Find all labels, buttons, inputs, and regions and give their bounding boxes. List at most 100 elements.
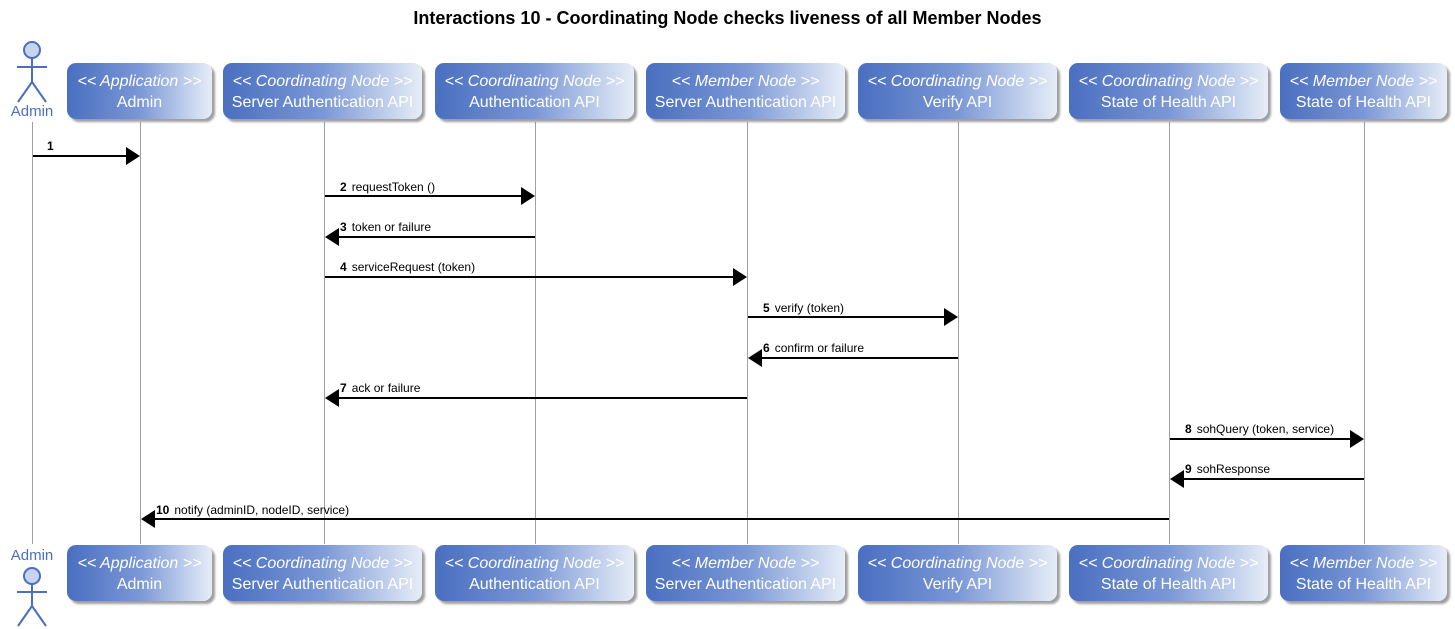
participant-name: State of Health API — [1100, 576, 1237, 593]
message-number: 1 — [47, 139, 54, 153]
participant-stereotype: << Application >> — [77, 555, 202, 572]
participant-box-top-3: << Member Node >> Server Authentication … — [646, 63, 845, 119]
participant-box-top-1: << Coordinating Node >> Server Authentic… — [223, 63, 422, 119]
participant-name: Verify API — [922, 576, 993, 593]
message-arrow-6 — [748, 349, 958, 367]
participant-box-bottom-1: << Coordinating Node >> Server Authentic… — [223, 545, 422, 601]
participant-stereotype: << Member Node >> — [671, 555, 820, 572]
message-arrow-10 — [141, 510, 1169, 528]
message-text: sohQuery (token, service) — [1196, 422, 1335, 436]
diagram-title: Interactions 10 - Coordinating Node chec… — [413, 8, 1042, 28]
message-number: 3 — [340, 220, 347, 234]
message-text: ack or failure — [351, 381, 421, 395]
message-arrow-9 — [1170, 470, 1364, 488]
participant-box-top-4: << Coordinating Node >> Verify API — [858, 63, 1057, 119]
message-text: serviceRequest (token) — [351, 260, 476, 274]
participant-stereotype: << Coordinating Node >> — [1078, 73, 1259, 90]
lifeline-participant-5 — [1169, 122, 1170, 544]
message-arrow-2 — [325, 187, 535, 205]
message-text: requestToken () — [351, 180, 436, 194]
message-number: 10 — [156, 503, 170, 517]
message-label-5: 5 verify (token) — [763, 301, 844, 315]
participant-stereotype: << Member Node >> — [1289, 555, 1438, 572]
participant-name: Verify API — [922, 94, 993, 111]
message-text: token or failure — [351, 220, 432, 234]
participant-name: Admin — [116, 94, 163, 111]
arrowhead-icon — [126, 147, 140, 165]
arrowhead-icon — [1170, 470, 1184, 488]
participant-name: Server Authentication API — [654, 94, 837, 111]
participant-name: Admin — [116, 576, 163, 593]
arrowhead-icon — [1350, 430, 1364, 448]
participant-stereotype: << Coordinating Node >> — [867, 555, 1048, 572]
participant-name: State of Health API — [1295, 576, 1432, 593]
actor-label-top: Admin — [10, 103, 54, 120]
message-arrow-1 — [33, 147, 140, 165]
participant-name: Server Authentication API — [231, 94, 414, 111]
message-number: 6 — [763, 341, 770, 355]
arrowhead-icon — [521, 187, 535, 205]
participant-box-bottom-6: << Member Node >> State of Health API — [1280, 545, 1447, 601]
participant-box-top-5: << Coordinating Node >> State of Health … — [1069, 63, 1268, 119]
participant-box-bottom-3: << Member Node >> Server Authentication … — [646, 545, 845, 601]
participant-box-bottom-2: << Coordinating Node >> Authentication A… — [435, 545, 634, 601]
message-label-3: 3 token or failure — [340, 220, 431, 234]
arrowhead-icon — [325, 228, 339, 246]
actor-icon-top — [17, 41, 47, 103]
participant-stereotype: << Coordinating Node >> — [232, 73, 413, 90]
actor-icon-bottom — [17, 567, 47, 627]
message-arrow-4 — [325, 268, 747, 286]
participant-stereotype: << Coordinating Node >> — [444, 555, 625, 572]
arrowhead-icon — [944, 308, 958, 326]
participant-name: State of Health API — [1295, 94, 1432, 111]
participant-box-top-2: << Coordinating Node >> Authentication A… — [435, 63, 634, 119]
message-text: verify (token) — [774, 301, 845, 315]
lifeline-participant-6 — [1364, 122, 1365, 544]
message-label-9: 9 sohResponse — [1185, 462, 1270, 476]
message-arrow-3 — [325, 228, 535, 246]
message-label-4: 4 serviceRequest (token) — [340, 260, 475, 274]
message-number: 5 — [763, 301, 770, 315]
arrowhead-icon — [325, 389, 339, 407]
participant-stereotype: << Member Node >> — [671, 73, 820, 90]
message-arrow-7 — [325, 389, 747, 407]
participant-name: Authentication API — [469, 576, 600, 593]
message-number: 7 — [340, 381, 347, 395]
participant-name: Server Authentication API — [231, 576, 414, 593]
message-number: 8 — [1185, 422, 1192, 436]
participant-stereotype: << Coordinating Node >> — [444, 73, 625, 90]
participant-stereotype: << Coordinating Node >> — [867, 73, 1048, 90]
message-text: sohResponse — [1196, 462, 1271, 476]
message-arrow-8 — [1170, 430, 1364, 448]
message-number: 4 — [340, 260, 347, 274]
participant-box-top-0: << Application >> Admin — [67, 63, 212, 119]
message-text: notify (adminID, nodeID, service) — [174, 503, 350, 517]
participant-stereotype: << Member Node >> — [1289, 73, 1438, 90]
participant-box-top-6: << Member Node >> State of Health API — [1280, 63, 1447, 119]
participant-name: Authentication API — [469, 94, 600, 111]
participant-stereotype: << Coordinating Node >> — [1078, 555, 1259, 572]
lifeline-participant-4 — [958, 122, 959, 544]
participant-stereotype: << Coordinating Node >> — [232, 555, 413, 572]
participant-name: Server Authentication API — [654, 576, 837, 593]
message-number: 9 — [1185, 462, 1192, 476]
lifeline-participant-1 — [324, 122, 325, 544]
message-number: 2 — [340, 180, 347, 194]
message-label-7: 7 ack or failure — [340, 381, 420, 395]
message-label-1: 1 — [47, 139, 59, 153]
participant-name: State of Health API — [1100, 94, 1237, 111]
message-text: confirm or failure — [774, 341, 865, 355]
participant-box-bottom-4: << Coordinating Node >> Verify API — [858, 545, 1057, 601]
arrowhead-icon — [733, 268, 747, 286]
lifeline-actor — [32, 122, 33, 544]
message-label-2: 2 requestToken () — [340, 180, 435, 194]
actor-label-bottom: Admin — [10, 547, 54, 564]
arrowhead-icon — [748, 349, 762, 367]
arrowhead-icon — [141, 510, 155, 528]
lifeline-participant-2 — [535, 122, 536, 544]
lifeline-participant-3 — [747, 122, 748, 544]
message-label-6: 6 confirm or failure — [763, 341, 864, 355]
message-label-10: 10 notify (adminID, nodeID, service) — [156, 503, 349, 517]
message-arrow-5 — [748, 308, 958, 326]
message-label-8: 8 sohQuery (token, service) — [1185, 422, 1334, 436]
